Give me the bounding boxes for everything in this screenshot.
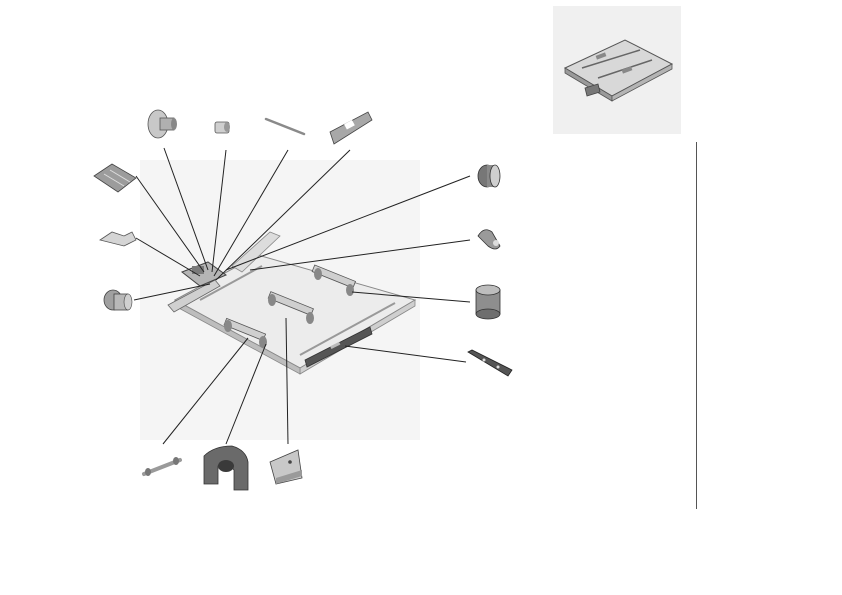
roller-holder-part bbox=[203, 445, 249, 491]
bracket-plate-part bbox=[329, 111, 373, 145]
callout-line bbox=[163, 147, 209, 271]
flat-spring-part bbox=[99, 231, 137, 247]
callout-line bbox=[344, 345, 467, 363]
callout-line bbox=[351, 291, 471, 303]
callout-line bbox=[285, 317, 289, 445]
assembly-roller-2 bbox=[267, 291, 314, 324]
callout-line bbox=[211, 149, 227, 273]
gear-knob-part bbox=[103, 289, 133, 311]
callout-line bbox=[213, 149, 289, 277]
callout-line bbox=[249, 239, 471, 271]
callout-line bbox=[135, 237, 201, 277]
roller-ring-part bbox=[477, 164, 501, 188]
callout-line bbox=[225, 175, 471, 271]
callout-lines bbox=[133, 147, 471, 445]
roller-sleeve-part bbox=[475, 284, 501, 320]
clamp-band-part bbox=[477, 229, 501, 250]
callout-line bbox=[162, 337, 249, 445]
callout-line bbox=[135, 175, 205, 273]
roller-shaft-part bbox=[142, 457, 182, 476]
small-bushing-part bbox=[214, 121, 230, 134]
callout-line bbox=[225, 343, 267, 445]
overview-thumbnail bbox=[553, 6, 681, 134]
pin-shaft-part bbox=[264, 117, 306, 136]
callout-line bbox=[215, 149, 351, 281]
guide-clip-part bbox=[93, 163, 137, 193]
side-rail-part bbox=[467, 349, 513, 377]
main-assembly bbox=[167, 231, 417, 375]
mounting-bracket-part bbox=[269, 449, 303, 485]
assembly-roller-1 bbox=[311, 264, 357, 296]
callout-line bbox=[133, 283, 211, 301]
knob-pulley-part bbox=[147, 109, 177, 139]
assembly-roller-3 bbox=[223, 317, 267, 348]
